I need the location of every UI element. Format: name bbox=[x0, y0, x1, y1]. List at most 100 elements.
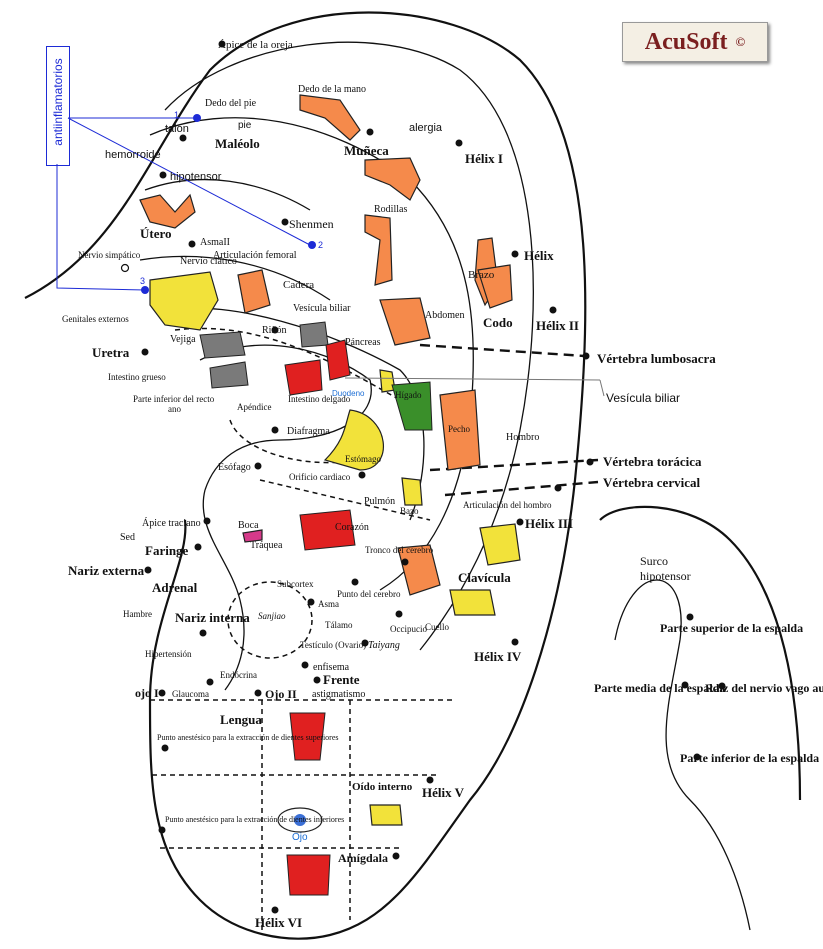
acupoint bbox=[516, 518, 524, 526]
acupoint bbox=[718, 682, 726, 690]
antihelix-line bbox=[149, 117, 474, 591]
label-bazo: Bazo bbox=[400, 506, 419, 516]
concha-dashed-3 bbox=[259, 479, 431, 521]
chest-shape bbox=[439, 389, 481, 471]
elbow-shape bbox=[477, 264, 513, 309]
acupoint bbox=[686, 613, 694, 621]
antiinflammatory-box: antiinflamatorios bbox=[46, 46, 70, 166]
acupoint bbox=[141, 348, 149, 356]
acupoint bbox=[351, 578, 359, 586]
label-diafragma: Diafragma bbox=[287, 426, 330, 437]
acupoint bbox=[158, 826, 166, 834]
inner-ear-shape bbox=[369, 804, 403, 826]
label-parte-media-espalda: Parte media de la espalda bbox=[594, 681, 725, 695]
acupoint bbox=[358, 471, 366, 479]
label-talamo: Tálamo bbox=[325, 620, 353, 630]
label-vert-toracica: Vértebra torácica bbox=[603, 454, 702, 469]
label-vert-cervical: Vértebra cervical bbox=[603, 475, 700, 490]
label-intestino-delgado: Intestino delgado bbox=[288, 394, 351, 404]
tonsil-shape bbox=[286, 854, 331, 896]
label-amigdala: Amígdala bbox=[338, 851, 388, 865]
label-taiyang: Taiyang bbox=[368, 640, 400, 651]
pelvis-shape bbox=[149, 271, 219, 331]
label-rodillas: Rodillas bbox=[374, 204, 407, 215]
tongue-shape bbox=[289, 712, 326, 761]
label-raiz-nervio: Raíz del nervio vago auricular bbox=[705, 681, 823, 695]
label-esofago: Esófago bbox=[218, 462, 251, 473]
kidney-shape bbox=[299, 321, 329, 348]
wrist-shape bbox=[364, 157, 421, 201]
label-art-hombro: Articulación del hombro bbox=[463, 500, 552, 510]
label-orificio-cardiaco: Orificio cardiaco bbox=[289, 472, 351, 482]
label-nervio-simpatico: Nervio simpático bbox=[78, 250, 141, 260]
acupoint bbox=[549, 306, 557, 314]
back-ear-outline bbox=[599, 505, 802, 801]
label-hipotensor2: hipotensor bbox=[640, 569, 691, 583]
clavicle-shape bbox=[449, 589, 496, 616]
label-brazo: Brazo bbox=[468, 269, 495, 281]
label-adrenal: Adrenal bbox=[152, 580, 198, 595]
label-ojo1: ojo I bbox=[135, 686, 159, 700]
acusoft-logo: AcuSoft © bbox=[622, 22, 768, 62]
annotation-line-2 bbox=[67, 117, 311, 246]
acupoint bbox=[582, 352, 590, 360]
label-helix4: Hélix IV bbox=[474, 649, 522, 664]
acupoint bbox=[366, 128, 374, 136]
acupoint bbox=[254, 462, 262, 470]
acupoint bbox=[301, 661, 309, 669]
label-traquea: Tráquea bbox=[250, 540, 283, 551]
label-abdomen: Abdomen bbox=[425, 310, 464, 321]
label-uretra: Uretra bbox=[92, 345, 130, 360]
label-asma: Asma bbox=[318, 599, 339, 609]
label-hipertension: Hipertensión bbox=[145, 649, 192, 659]
gallbladder-leader-line bbox=[344, 377, 601, 381]
label-parte-inf-espalda: Parte inferior de la espalda bbox=[680, 751, 819, 765]
label-helix: Hélix bbox=[524, 248, 554, 263]
mouth-shape bbox=[242, 529, 263, 543]
annotation-number-3: 3 bbox=[140, 276, 145, 286]
acupoint bbox=[218, 40, 226, 48]
acupoint bbox=[681, 681, 689, 689]
acupoint bbox=[203, 517, 211, 525]
acupoint bbox=[392, 852, 400, 860]
back-ear-groove bbox=[614, 579, 751, 931]
label-subcortex: Subcortex bbox=[277, 579, 314, 589]
label-anestesico-sup: Punto anestésico para la extracción de d… bbox=[157, 733, 339, 742]
ear-outer-outline bbox=[24, 11, 587, 940]
label-parte-inf-recto: Parte inferior del recto bbox=[133, 394, 215, 404]
label-rinon: Riñón bbox=[262, 325, 286, 336]
label-glaucoma: Glaucoma bbox=[172, 689, 209, 699]
label-pie: pie bbox=[238, 120, 252, 131]
knee-shape bbox=[364, 214, 393, 286]
label-ojo: Ojo bbox=[292, 832, 308, 843]
acupoint bbox=[586, 458, 594, 466]
label-cadera: Cadera bbox=[283, 279, 314, 291]
label-intestino-grueso: Intestino grueso bbox=[108, 372, 166, 382]
label-duodeno: Duodeno bbox=[332, 389, 365, 398]
logo-text: AcuSoft bbox=[644, 28, 728, 55]
label-nariz-externa: Nariz externa bbox=[68, 563, 145, 578]
label-boca: Boca bbox=[238, 520, 259, 531]
acupoint bbox=[271, 906, 279, 914]
annotation-number-1: 1 bbox=[174, 110, 179, 120]
label-astigmatismo: astigmatismo bbox=[312, 689, 365, 700]
acupoint bbox=[188, 240, 196, 248]
acupoint bbox=[511, 638, 519, 646]
finger-shape bbox=[299, 94, 361, 141]
label-asma2: AsmaII bbox=[200, 237, 230, 248]
label-dedo-pie: Dedo del pie bbox=[205, 98, 257, 109]
acupoint bbox=[161, 744, 169, 752]
spleen-shape bbox=[401, 477, 423, 506]
heart-shape bbox=[299, 509, 356, 551]
copyright-icon: © bbox=[735, 34, 746, 49]
label-maleolo: Maléolo bbox=[215, 136, 260, 151]
stomach-shape bbox=[323, 409, 384, 471]
acupoint bbox=[144, 566, 152, 574]
concha-dashed-1 bbox=[174, 327, 431, 421]
label-clavicula: Clavícula bbox=[458, 570, 511, 585]
acupoint bbox=[693, 753, 701, 761]
label-helix2: Hélix II bbox=[536, 318, 579, 333]
lumbosacral-dash bbox=[419, 343, 586, 358]
